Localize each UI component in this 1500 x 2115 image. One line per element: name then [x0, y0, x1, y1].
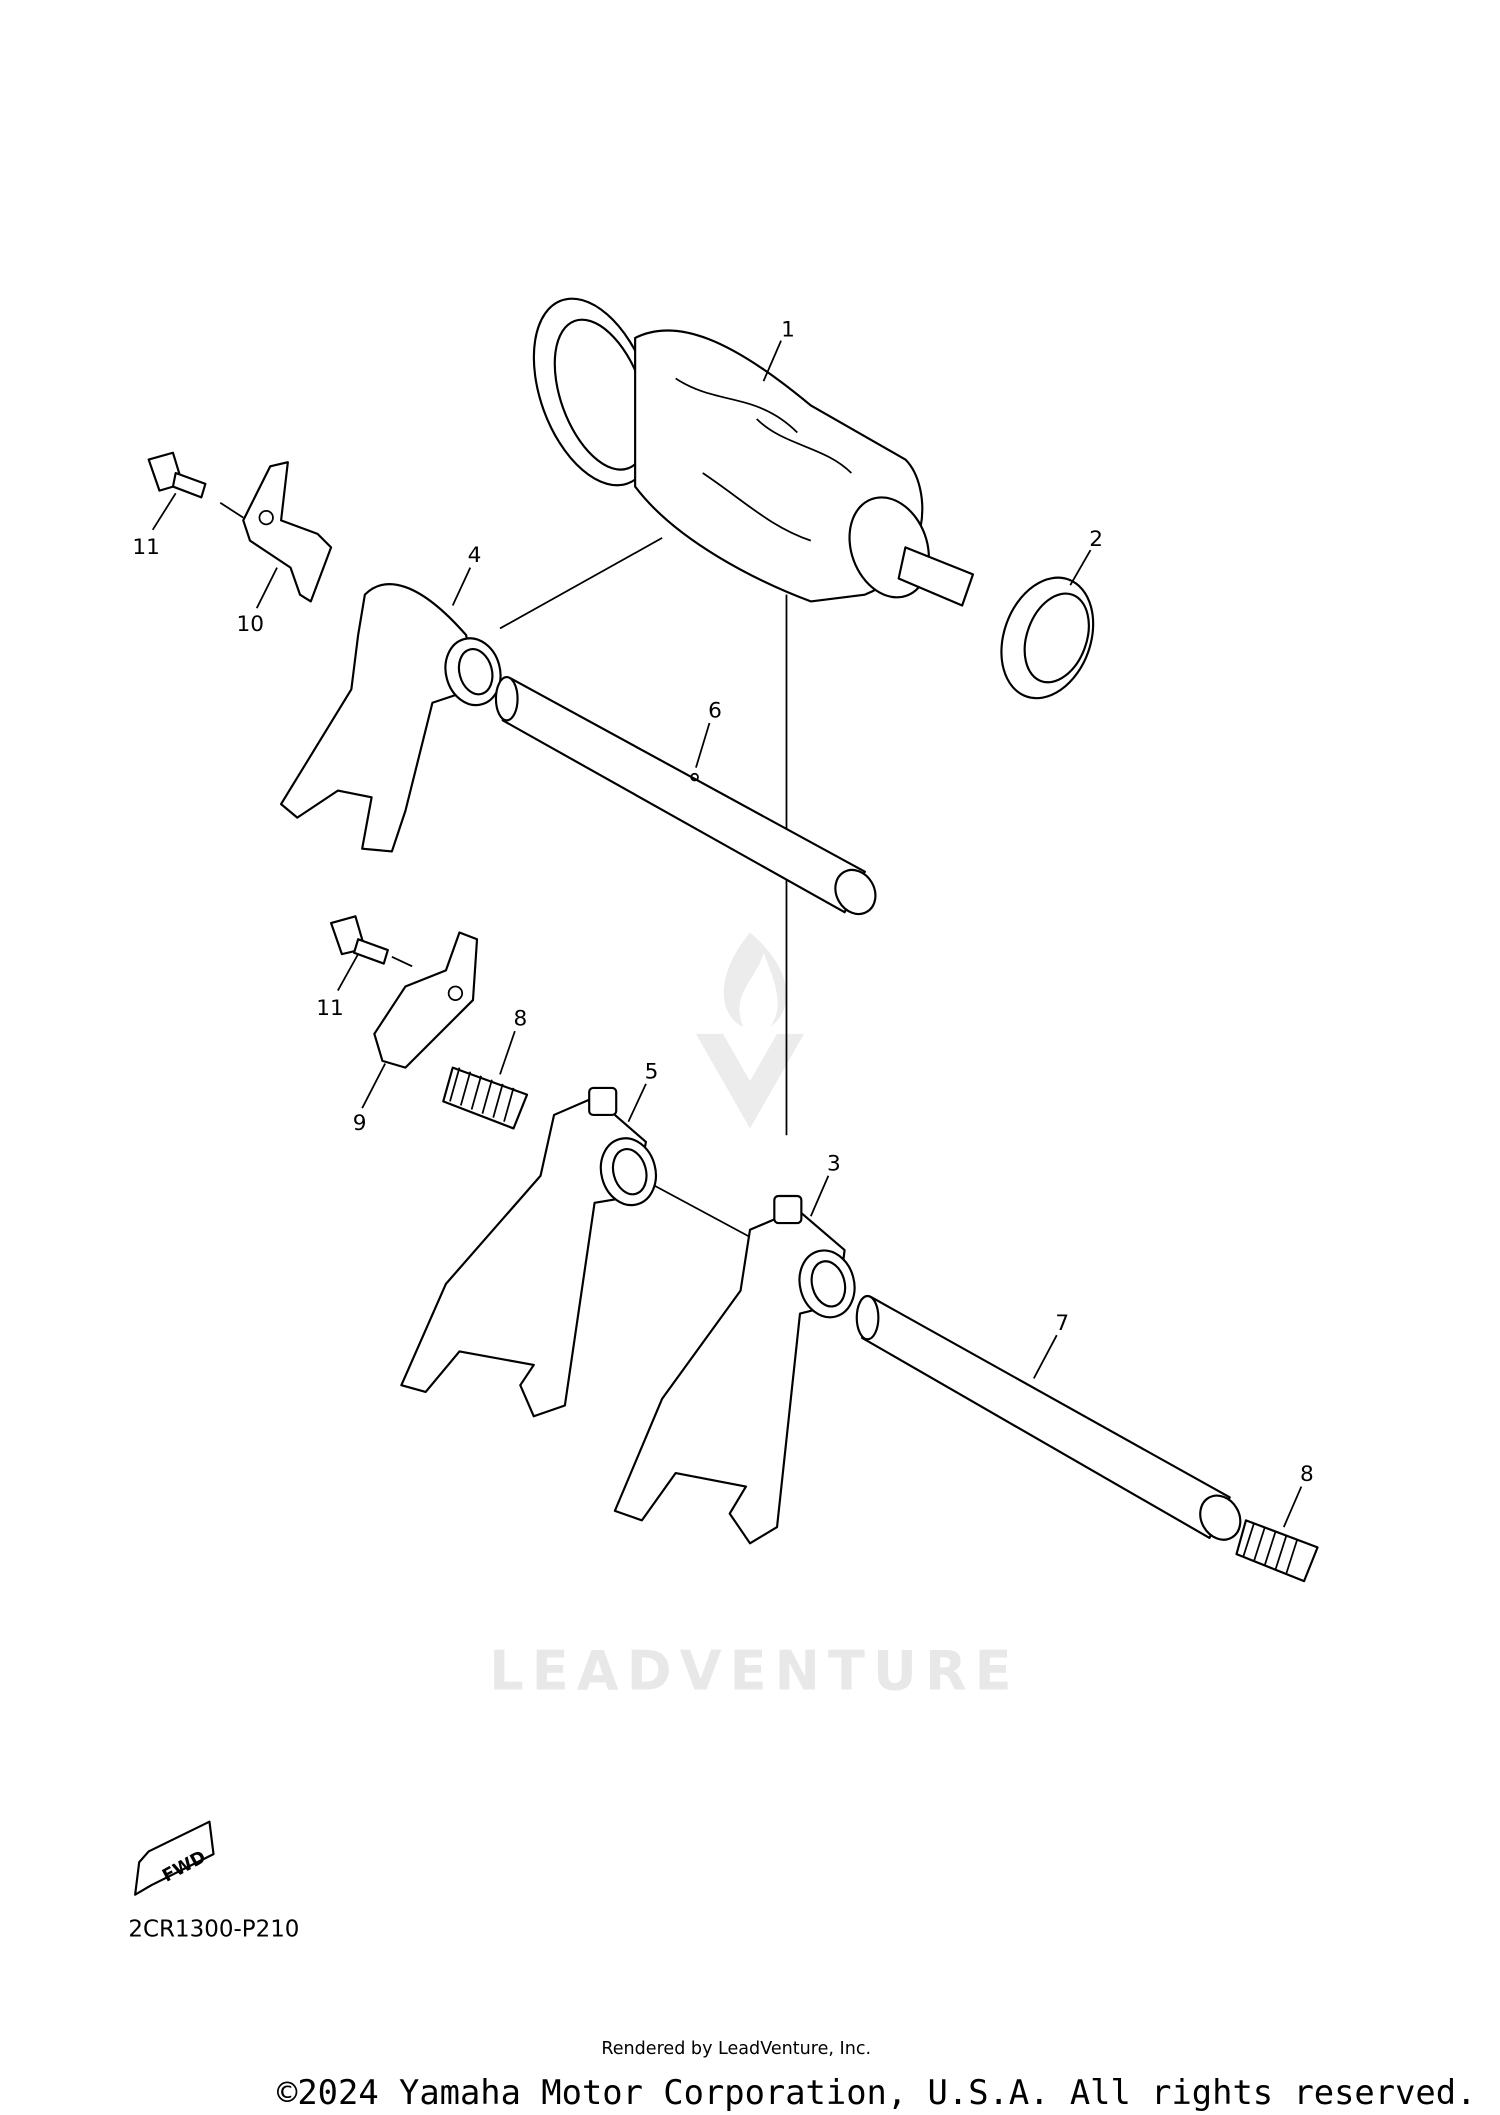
- stopper-10: [242, 461, 333, 603]
- shift-fork-3: [613, 1194, 856, 1545]
- callout-2: 2: [1089, 527, 1103, 552]
- shift-fork-5: [400, 1086, 657, 1418]
- rendered-by-text: Rendered by LeadVenture, Inc.: [601, 2039, 871, 2059]
- callout-8a: 8: [514, 1007, 528, 1032]
- watermark-text: LEADVENTURE: [489, 1639, 1020, 1702]
- shaft-7: [855, 1294, 1242, 1541]
- spring-8a: [442, 1066, 529, 1130]
- fwd-arrow-icon: FWD: [134, 1820, 215, 1896]
- spring-8b: [1235, 1519, 1319, 1583]
- callout-11a: 11: [132, 535, 160, 560]
- callout-1: 1: [781, 318, 795, 343]
- callout-4: 4: [468, 543, 482, 568]
- shaft-6: [494, 676, 877, 916]
- stopper-9: [373, 931, 479, 1069]
- callout-3: 3: [827, 1151, 841, 1176]
- watermark-logo: [695, 932, 805, 1129]
- shift-drum: [532, 297, 975, 607]
- copyright-text: ©2024 Yamaha Motor Corporation, U.S.A. A…: [277, 2073, 1476, 2112]
- guide-lines: [499, 537, 788, 1242]
- callout-10: 10: [236, 612, 264, 637]
- bolt-11a: [147, 451, 207, 499]
- callout-7: 7: [1055, 1311, 1069, 1336]
- leader-lines: [151, 340, 1303, 1528]
- callout-6: 6: [708, 699, 722, 724]
- bearing: [1000, 576, 1095, 700]
- diagram-code: 2CR1300-P210: [128, 1917, 299, 1943]
- shift-fork-4: [280, 583, 502, 853]
- callout-9: 9: [353, 1111, 367, 1136]
- callout-8b: 8: [1300, 1462, 1314, 1487]
- bolt-11b: [330, 915, 389, 965]
- callout-5: 5: [645, 1059, 659, 1084]
- callout-11b: 11: [316, 996, 344, 1021]
